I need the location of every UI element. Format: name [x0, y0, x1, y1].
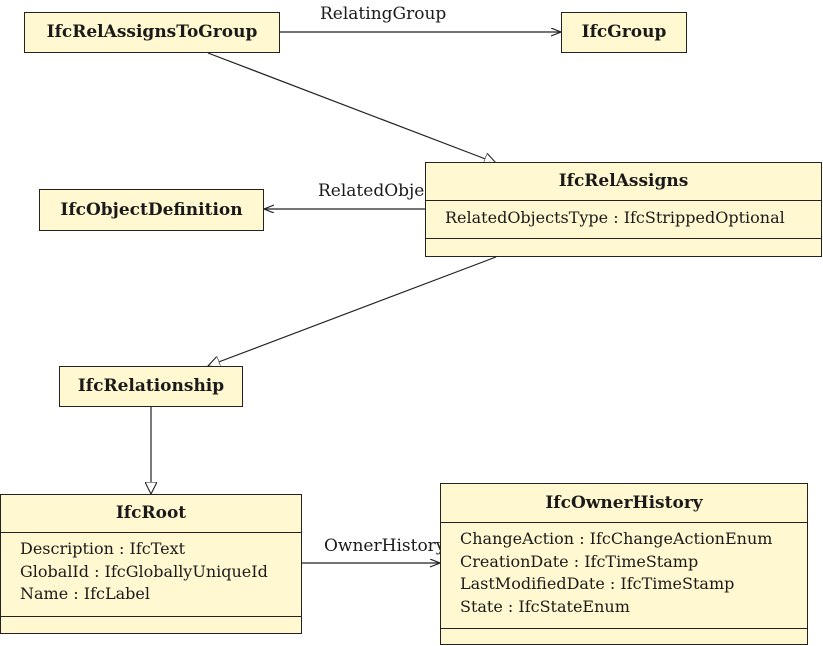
attribute-description: Description : IfcText: [20, 539, 186, 558]
class-attributes: RelatedObjectsType : IfcStrippedOptional: [426, 201, 821, 239]
class-header: IfcRoot: [1, 495, 301, 533]
class-header: IfcRelAssigns: [426, 163, 821, 201]
class-name: IfcObjectDefinition: [60, 199, 243, 220]
class-name: IfcRoot: [115, 503, 187, 523]
attribute-state: State : IfcStateEnum: [460, 596, 630, 616]
attribute-creation-date: CreationDate : IfcTimeStamp: [460, 551, 699, 571]
class-ifc-owner-history: IfcOwnerHistory ChangeAction : IfcChange…: [440, 483, 808, 645]
class-attributes: Description : IfcText GlobalId : IfcGlob…: [1, 533, 301, 617]
class-ifc-root: IfcRoot Description : IfcText GlobalId :…: [0, 494, 302, 634]
owner-history-label: OwnerHistory: [324, 536, 446, 556]
class-name: IfcRelAssigns: [558, 171, 689, 191]
class-ifc-rel-assigns: IfcRelAssigns RelatedObjectsType : IfcSt…: [425, 162, 822, 257]
class-attributes: ChangeAction : IfcChangeActionEnum Creat…: [441, 523, 807, 629]
rel-assigns-inheritance: [208, 256, 497, 366]
class-name: IfcRelAssignsToGroup: [46, 22, 258, 42]
relating-group-label: RelatingGroup: [320, 4, 447, 24]
class-ifc-group: IfcGroup: [561, 12, 687, 53]
class-name: IfcGroup: [581, 22, 667, 42]
related-objects-label: RelatedObjects: [318, 181, 450, 201]
attribute-last-modified-date: LastModifiedDate : IfcTimeStamp: [460, 574, 735, 593]
rel-assigns-to-group-inheritance: [207, 52, 496, 163]
class-name: IfcOwnerHistory: [545, 492, 703, 513]
class-header: IfcOwnerHistory: [441, 484, 807, 523]
class-ifc-object-definition: IfcObjectDefinition: [39, 189, 264, 231]
class-ifc-rel-assigns-to-group: IfcRelAssignsToGroup: [24, 12, 280, 53]
class-ifc-relationship: IfcRelationship: [59, 366, 243, 407]
attribute-global-id: GlobalId : IfcGloballyUniqueId: [20, 561, 268, 581]
class-name: IfcRelationship: [77, 376, 225, 396]
attribute-name: Name : IfcLabel: [20, 584, 150, 603]
attribute-related-objects-type: RelatedObjectsType : IfcStrippedOptional: [445, 208, 785, 227]
attribute-change-action: ChangeAction : IfcChangeActionEnum: [460, 529, 773, 548]
